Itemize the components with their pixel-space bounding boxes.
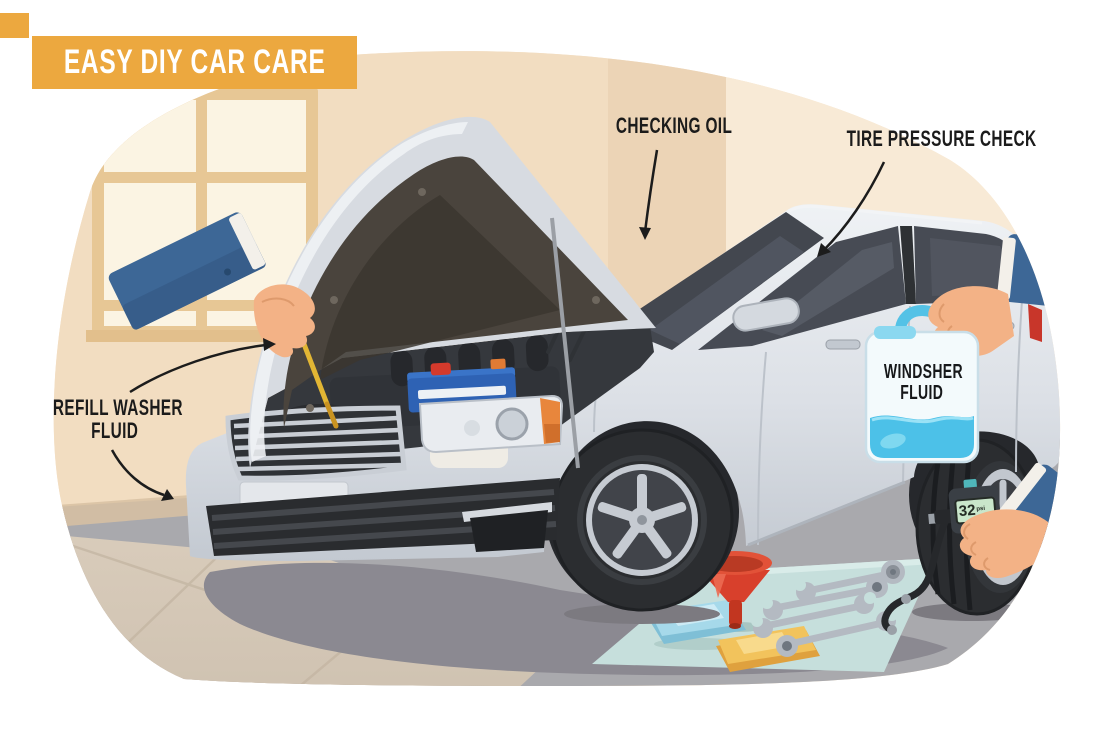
gauge-unit: psi: [976, 505, 986, 513]
hood-bolts: [306, 188, 600, 412]
title-banner: EASY DIY CAR CARE: [32, 36, 357, 89]
corner-accent: [0, 13, 29, 38]
fog-light: [470, 510, 548, 552]
hood-prop-rod: [550, 217, 580, 469]
tire-pressure-arrow: [817, 161, 886, 257]
air-hose: [881, 518, 949, 635]
label-checking-oil: CHECKING OIL: [615, 113, 733, 138]
title-text: EASY DIY CAR CARE: [63, 43, 326, 81]
label-refill-washer-fluid: REFILL WASHER FLUID: [52, 395, 183, 443]
headlight: [418, 394, 564, 454]
door-handle: [825, 339, 861, 350]
refill-washer-upper-arrow: [129, 338, 276, 394]
refill-washer-lower-arrow: [110, 449, 174, 501]
label-tire-pressure-check: TIRE PRESSURE CHECK: [846, 126, 1037, 151]
annotation-arrows: [110, 149, 886, 501]
gauge-value: 32: [958, 501, 977, 521]
windshield-fluid-jug: [864, 326, 980, 464]
left-hand: [253, 284, 315, 358]
jug-label: WINDSHER FLUID: [883, 361, 963, 404]
tail-light: [1028, 304, 1042, 342]
wrench: [751, 592, 876, 638]
right-hand-lower: [959, 509, 1052, 578]
left-arm: [108, 212, 315, 358]
right-arm-lower: [959, 462, 1061, 593]
front-bumper: [206, 478, 560, 556]
wrench-set: [751, 560, 905, 657]
windshield-reflection: [650, 236, 804, 344]
front-wheel: [545, 415, 739, 624]
wrench: [794, 560, 905, 602]
b-pillar: [900, 226, 916, 304]
checking-oil-arrow: [639, 149, 659, 240]
side-mirror: [732, 297, 800, 332]
